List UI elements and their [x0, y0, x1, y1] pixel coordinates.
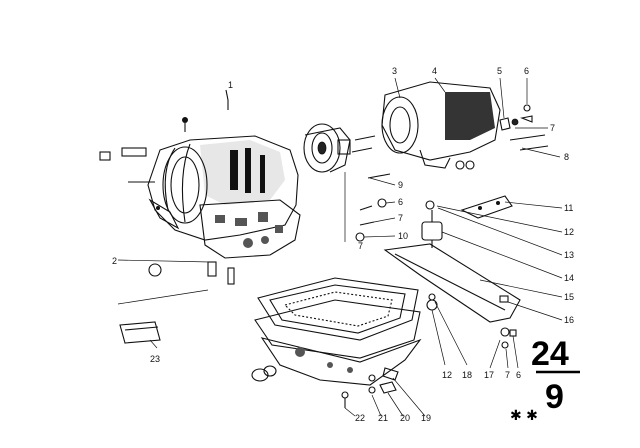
- callout-6c: 6: [516, 370, 521, 380]
- stars-mark: ✱ ✱: [510, 408, 538, 424]
- leader-lines: [117, 77, 563, 417]
- extension-housing: [351, 81, 501, 170]
- callout-12a: 12: [564, 227, 574, 237]
- sheet-number-top: 24: [531, 335, 569, 373]
- callout-12b: 12: [442, 370, 452, 380]
- drain-plug: [251, 365, 277, 382]
- crossmember: [383, 243, 521, 323]
- callout-16: 16: [564, 315, 574, 325]
- callout-13: 13: [564, 250, 574, 260]
- oil-filter-plate: [119, 321, 161, 344]
- small-parts-lower-right: [426, 293, 517, 349]
- callout-3: 3: [392, 66, 397, 76]
- callout-18: 18: [462, 370, 472, 380]
- pump-flange: [303, 123, 351, 173]
- callout-9: 9: [398, 180, 403, 190]
- small-parts-right: [499, 104, 549, 151]
- bolt-group-lower: [148, 261, 399, 408]
- callout-17: 17: [484, 370, 494, 380]
- callout-labels: 1 2 3 4 5 6 6 6 7 7 7 7 8 9 10 11 12 12 …: [112, 66, 574, 423]
- callout-19: 19: [421, 413, 431, 423]
- callout-23: 23: [150, 354, 160, 364]
- callout-20: 20: [400, 413, 410, 423]
- callout-22: 22: [355, 413, 365, 423]
- callout-5: 5: [497, 66, 502, 76]
- transmission-housing: [147, 135, 301, 259]
- callout-4: 4: [432, 66, 437, 76]
- callout-10: 10: [398, 231, 408, 241]
- callout-7b: 7: [398, 213, 403, 223]
- bolt-group-center: [355, 173, 391, 242]
- callout-21: 21: [378, 413, 388, 423]
- mounting-bracket: [460, 195, 513, 219]
- sheet-number-block: 24 9 ✱ ✱: [510, 335, 580, 424]
- callout-7c: 7: [358, 241, 363, 251]
- callout-2: 2: [112, 256, 117, 266]
- callout-1: 1: [228, 80, 233, 90]
- callout-11: 11: [564, 203, 573, 213]
- oil-pan: [254, 277, 422, 386]
- bolt-group-upper-left: [99, 89, 229, 183]
- callout-6b: 6: [398, 197, 403, 207]
- rubber-mount: [421, 200, 443, 248]
- callout-6a: 6: [524, 66, 529, 76]
- callout-15: 15: [564, 292, 574, 302]
- callout-7d: 7: [505, 370, 510, 380]
- callout-8: 8: [564, 152, 569, 162]
- callout-7a: 7: [550, 123, 555, 133]
- sheet-number-bottom: 9: [545, 378, 564, 416]
- callout-14: 14: [564, 273, 574, 283]
